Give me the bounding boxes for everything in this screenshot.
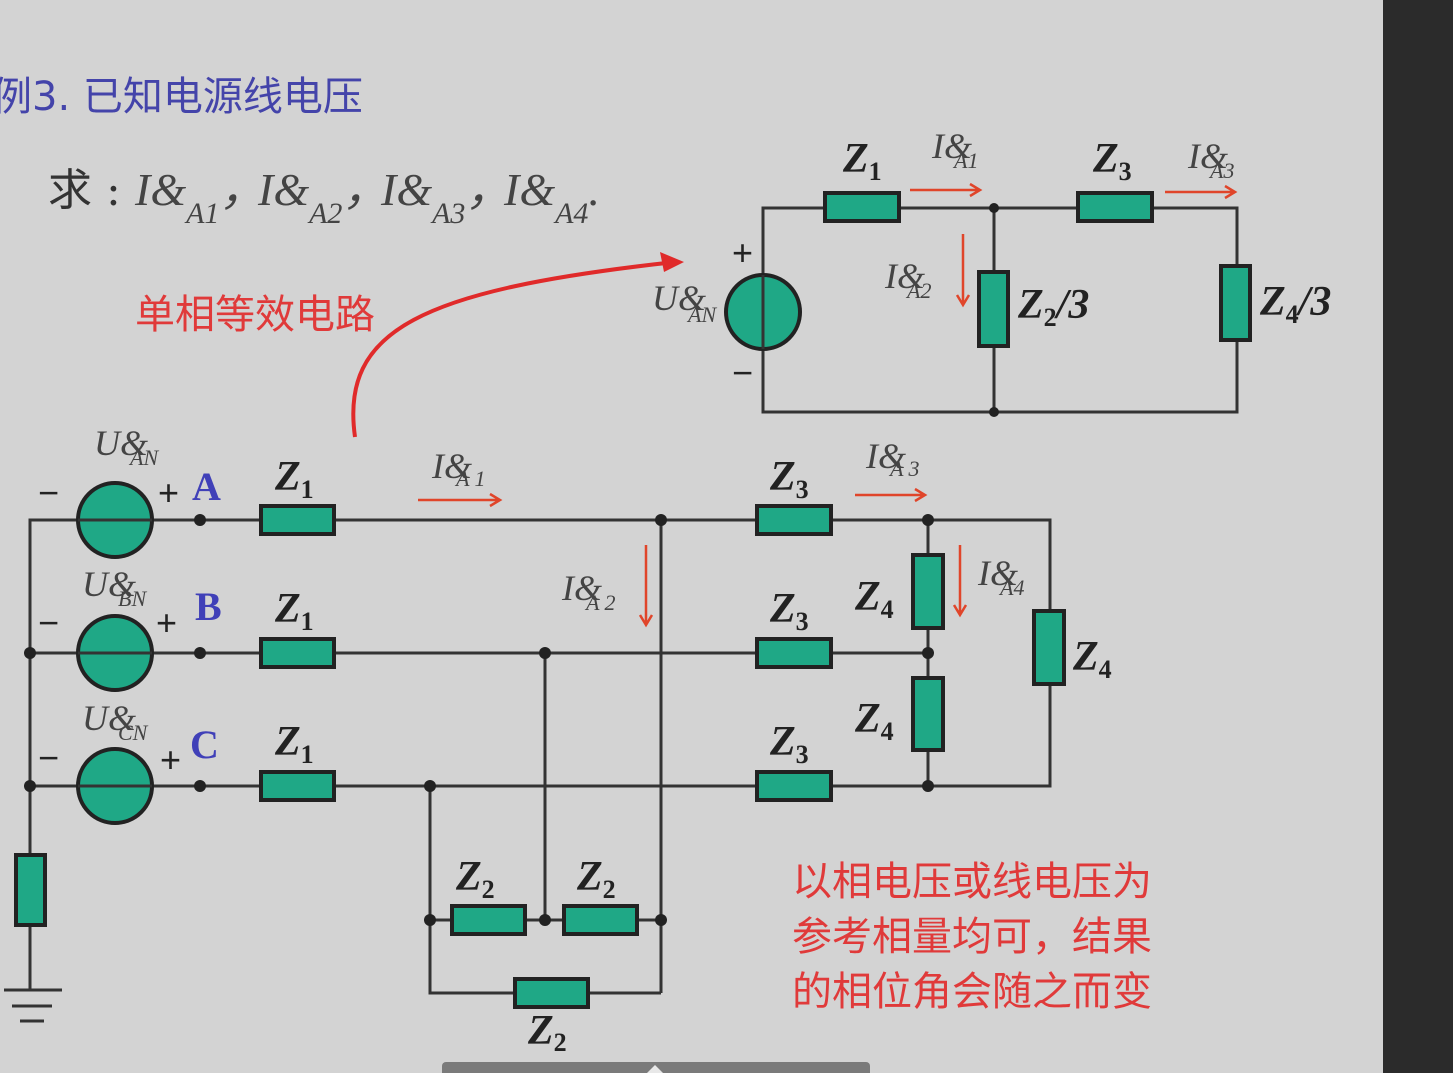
chevron-up-icon[interactable] — [647, 1065, 663, 1073]
label-u-an: U&AN — [652, 278, 717, 327]
resistor-z1 — [823, 191, 901, 223]
minus-sign-a: − — [38, 472, 59, 513]
ask-line: 求 : I&A1， I&A2， I&A3， I&A4. — [48, 164, 600, 230]
label-z1: Z1 — [842, 136, 882, 186]
resistor-z4-bc — [911, 676, 945, 752]
label-z1-b: Z1 — [274, 586, 314, 636]
label-u-bn: U&BN — [82, 564, 147, 611]
label-z4-ca: Z4 — [1072, 634, 1112, 684]
ask-item-4: I&A4. — [503, 164, 600, 230]
curved-arrow-head — [660, 252, 684, 272]
plus-sign-c: + — [160, 739, 181, 780]
resistor-neutral — [14, 853, 47, 927]
label-z2-2: Z2 — [576, 854, 616, 904]
label-z3-a: Z3 — [769, 454, 809, 504]
resistor-z1-c — [259, 770, 336, 802]
label-z2-3: Z2 — [527, 1008, 567, 1057]
ask-item-1: I&A1， — [134, 164, 265, 230]
resistor-z3-c — [755, 770, 833, 802]
ask-item-3: I&A3， — [380, 164, 511, 230]
plus-sign-a: + — [158, 472, 179, 513]
label-i-a3: I&A 3 — [865, 436, 920, 481]
minus-sign: − — [732, 352, 753, 393]
resistor-z2-2 — [562, 904, 639, 936]
label-i-a3: I&A3 — [1187, 136, 1234, 183]
equivalent-circuit: + − U&AN Z1 Z3 Z2/3 Z4/3 I&A1 I&A3 I&A2 — [652, 126, 1331, 417]
label-z3-b: Z3 — [769, 586, 809, 636]
resistor-z1-b — [259, 637, 336, 669]
curved-arrow — [351, 260, 676, 438]
label-z3: Z3 — [1092, 136, 1132, 186]
label-z3-c: Z3 — [769, 719, 809, 769]
phase-label-b: B — [195, 584, 222, 629]
three-phase-circuit: − − − + + + A B C U&AN U&BN U&CN Z1 Z1 Z… — [4, 423, 1112, 1057]
plus-sign-b: + — [156, 602, 177, 643]
label-z4-bc: Z4 — [854, 696, 894, 746]
phase-label-c: C — [190, 722, 219, 767]
ask-item-2: I&A2， — [257, 164, 388, 230]
label-i-a1: I&A1 — [931, 126, 978, 173]
label-z4-3: Z4/3 — [1259, 279, 1331, 329]
label-i-a1: I&A 1 — [431, 446, 486, 491]
slide-canvas: 例3. 已知电源线电压 求 : I&A1， I&A2， I&A3， I&A4. … — [0, 74, 1331, 1057]
resistor-z2-1 — [450, 904, 527, 936]
equivalent-circuit-label: 单相等效电路 — [135, 292, 375, 338]
label-u-cn: U&CN — [82, 698, 149, 745]
resistor-z4-3 — [1219, 264, 1252, 342]
label-z2-1: Z2 — [455, 854, 495, 904]
plus-sign: + — [732, 232, 753, 273]
label-z2-3: Z2/3 — [1017, 282, 1089, 332]
label-i-a4: I&A4 — [977, 553, 1024, 600]
annotation-note: 以相电压或线电压为 参考相量均可，结果 的相位角会随之而变 — [792, 859, 1152, 1015]
resistor-z3-a — [755, 504, 833, 536]
ask-prefix: 求 : — [48, 165, 121, 216]
note-line-1: 以相电压或线电压为 — [792, 859, 1152, 905]
resistor-z4-ca — [1032, 609, 1066, 686]
label-u-an: U&AN — [94, 423, 159, 470]
resistor-z2-3 — [513, 977, 590, 1009]
minus-sign-b: − — [38, 602, 59, 643]
slide-title: 例3. 已知电源线电压 — [0, 74, 363, 120]
minus-sign-c: − — [38, 737, 59, 778]
resistor-z4-ab — [911, 553, 945, 630]
phase-label-a: A — [192, 464, 221, 509]
label-z4-ab: Z4 — [854, 574, 894, 624]
resistor-z3 — [1076, 191, 1154, 223]
resistor-z3-b — [755, 637, 833, 669]
resistor-z1-a — [259, 504, 336, 536]
label-z1-a: Z1 — [274, 454, 314, 504]
label-i-a2: I&A 2 — [561, 568, 616, 615]
slide-toolbar-handle[interactable] — [442, 1062, 870, 1073]
note-line-2: 参考相量均可，结果 — [792, 914, 1152, 960]
label-z1-c: Z1 — [274, 719, 314, 769]
label-i-a2: I&A2 — [884, 256, 931, 303]
resistor-z2-3 — [977, 270, 1010, 348]
note-line-3: 的相位角会随之而变 — [792, 969, 1152, 1015]
side-panel — [1383, 0, 1453, 1073]
